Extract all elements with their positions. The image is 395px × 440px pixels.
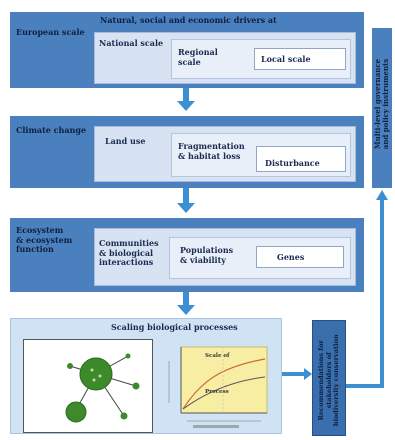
european-scale-label: European scale bbox=[16, 27, 85, 37]
fragmentation-box: Fragmentation & habitat loss Disturbance bbox=[171, 133, 351, 177]
disturbance-label: Disturbance bbox=[265, 158, 320, 168]
network-box bbox=[23, 339, 153, 433]
communities-label: Communities & biological interactions bbox=[99, 238, 159, 267]
arrow-right-head bbox=[304, 368, 312, 380]
mini-chart-label-2: Process bbox=[205, 389, 229, 395]
genes-box: Genes bbox=[256, 246, 344, 268]
disturbance-box: Disturbance bbox=[256, 146, 346, 172]
arrow-down-1 bbox=[183, 88, 189, 102]
land-use-label: Land use bbox=[105, 136, 146, 146]
drivers-label: Natural, social and economic drivers at bbox=[100, 15, 277, 25]
arrow-up-head bbox=[376, 190, 388, 200]
arrow-head-3 bbox=[177, 305, 195, 315]
communities-box: Communities & biological interactions Po… bbox=[94, 228, 356, 286]
arrow-head-2 bbox=[177, 203, 195, 213]
national-scale-box: National scale Regional scale Local scal… bbox=[94, 32, 356, 84]
national-scale-label: National scale bbox=[99, 38, 164, 48]
fragmentation-label: Fragmentation & habitat loss bbox=[178, 141, 245, 161]
arrow-head-1 bbox=[177, 101, 195, 111]
regional-scale-box: Regional scale Local scale bbox=[171, 39, 351, 79]
network-graphic bbox=[65, 353, 140, 423]
local-scale-label: Local scale bbox=[261, 54, 311, 64]
genes-label: Genes bbox=[277, 252, 305, 262]
ecosystem-row: Ecosystem & ecosystem function Communiti… bbox=[10, 218, 364, 292]
governance-bar: Multi-level governance and policy instru… bbox=[372, 28, 392, 188]
governance-label: Multi-level governance and policy instru… bbox=[373, 58, 390, 150]
arrow-down-3 bbox=[183, 292, 189, 306]
scaling-panel: Scaling biological processes bbox=[10, 318, 282, 434]
arrow-right-to-recommendations bbox=[282, 372, 306, 376]
arrow-up-stem bbox=[380, 200, 384, 388]
european-scale-row: European scale Natural, social and econo… bbox=[10, 12, 364, 88]
regional-scale-label: Regional scale bbox=[178, 47, 218, 67]
mini-chart-svg bbox=[168, 346, 268, 428]
local-scale-box: Local scale bbox=[254, 48, 346, 70]
land-use-box: Land use Fragmentation & habitat loss Di… bbox=[94, 126, 356, 182]
recommendations-label: Recommendations for stakeholders of biod… bbox=[316, 334, 340, 427]
climate-change-label: Climate change bbox=[16, 125, 87, 135]
arrow-bottom-connector bbox=[346, 384, 384, 388]
arrow-down-2 bbox=[183, 188, 189, 204]
climate-change-row: Climate change Land use Fragmentation & … bbox=[10, 116, 364, 188]
populations-label: Populations & viability bbox=[180, 245, 234, 265]
mini-chart: Scale of Process bbox=[161, 341, 273, 431]
populations-box: Populations & viability Genes bbox=[169, 237, 351, 279]
recommendations-box: Recommendations for stakeholders of biod… bbox=[312, 320, 346, 436]
ecosystem-label: Ecosystem & ecosystem function bbox=[16, 225, 73, 254]
mini-chart-label-1: Scale of bbox=[205, 353, 230, 359]
scaling-title: Scaling biological processes bbox=[111, 322, 238, 332]
